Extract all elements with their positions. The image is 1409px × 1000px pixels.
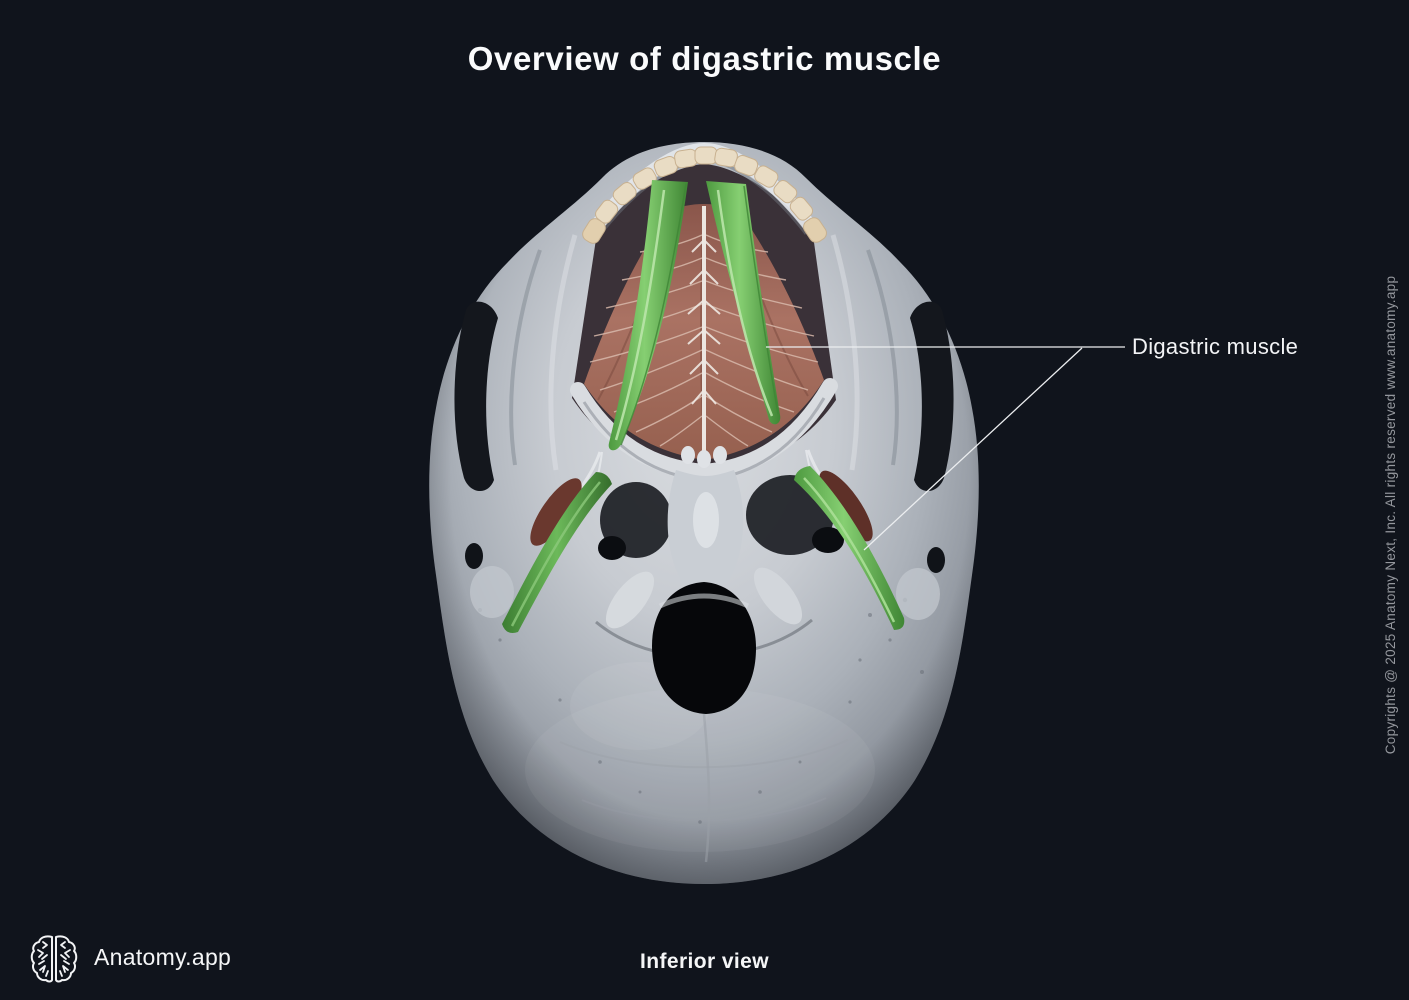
copyright-text: Copyrights @ 2025 Anatomy Next, Inc. All…: [1383, 275, 1398, 755]
stylohyoid-muscle-right: [819, 470, 873, 542]
page-title: Overview of digastric muscle: [467, 40, 942, 77]
foramen-magnum: [652, 582, 756, 714]
stylohyoid-muscle-left: [530, 478, 582, 546]
digastric-muscle-label: Digastric muscle: [1132, 334, 1299, 359]
teeth: [582, 146, 827, 244]
foramen-magnum-region: [595, 567, 813, 714]
ear-opening-left: [465, 543, 483, 569]
zygomatic-gap-left: [454, 301, 498, 492]
occipital-condyle-left: [605, 571, 655, 629]
zygomatic-gap-right: [910, 301, 954, 492]
digastric-anterior-bellies: [608, 180, 781, 451]
digastric-anterior-belly-left: [608, 180, 688, 451]
brand-footer: Anatomy.app: [30, 931, 231, 983]
leader-lines: [766, 346, 1125, 551]
ear-opening-right: [927, 547, 945, 573]
view-caption: Inferior view: [640, 950, 769, 973]
leader-line-diagonal: [863, 347, 1083, 551]
digastric-posterior-region: [502, 466, 905, 633]
occipital-condyle-right: [753, 567, 803, 625]
brand-name: Anatomy.app: [94, 943, 232, 970]
